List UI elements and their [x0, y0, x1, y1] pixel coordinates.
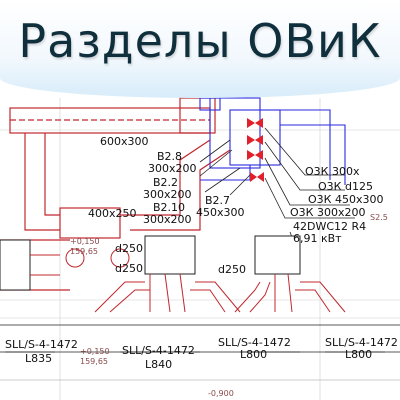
- label-b28: B2.8: [157, 150, 182, 163]
- label-elevation-4: 159,65: [80, 357, 108, 366]
- label-300x200-c: 300x200: [143, 213, 192, 226]
- label-600x300: 600x300: [100, 135, 149, 148]
- fan-coil-units: [0, 235, 301, 291]
- fire-dampers: [247, 118, 264, 182]
- label-300x200-a: 300x200: [148, 162, 197, 175]
- label-d250-b: d250: [115, 262, 143, 275]
- label-s25: S2.5: [370, 213, 388, 222]
- exhaust-duct-network: [199, 97, 346, 185]
- label-400x250: 400x250: [88, 207, 137, 220]
- label-elevation-1: +0,150: [70, 237, 100, 246]
- label-elevation-3: +0,150: [80, 347, 110, 356]
- drawing-grid: [0, 98, 400, 400]
- label-unit-power: 6,91 кВт: [293, 232, 342, 245]
- label-450x300: 450x300: [196, 206, 245, 219]
- label-sll-2: SLL/S-4-1472: [122, 344, 195, 357]
- label-elevation-2: 159,65: [70, 247, 98, 256]
- label-l800-b: L800: [345, 348, 372, 361]
- label-300x200-b: 300x200: [143, 188, 192, 201]
- label-b27: B2.7: [205, 194, 230, 207]
- label-o3k-300x200: О3К 300x200: [290, 206, 365, 219]
- label-sll-3: SLL/S-4-1472: [218, 336, 291, 349]
- label-l800-a: L800: [240, 348, 267, 361]
- label-o3k-300: О3К 300х: [305, 165, 360, 178]
- label-elevation-5: -0,900: [208, 389, 234, 398]
- label-l835: L835: [25, 352, 52, 365]
- label-unit-model: 42DWC12 R4: [293, 220, 366, 233]
- title-banner: [0, 0, 400, 98]
- page-title: Разделы ОВиК: [18, 14, 382, 68]
- diffuser-branches: [30, 248, 346, 313]
- label-sll-1: SLL/S-4-1472: [5, 338, 78, 351]
- label-b210: B2.10: [153, 201, 185, 214]
- label-o3k-d125: О3К d125: [318, 180, 373, 193]
- label-d250-c: d250: [218, 263, 246, 276]
- bottom-lines: [0, 324, 400, 381]
- label-o3k-450x300: О3К 450x300: [308, 193, 383, 206]
- label-b22: B2.2: [153, 176, 178, 189]
- label-d250-a: d250: [115, 242, 143, 255]
- label-sll-4: SLL/S-4-1472: [325, 336, 398, 349]
- label-l840: L840: [145, 358, 172, 371]
